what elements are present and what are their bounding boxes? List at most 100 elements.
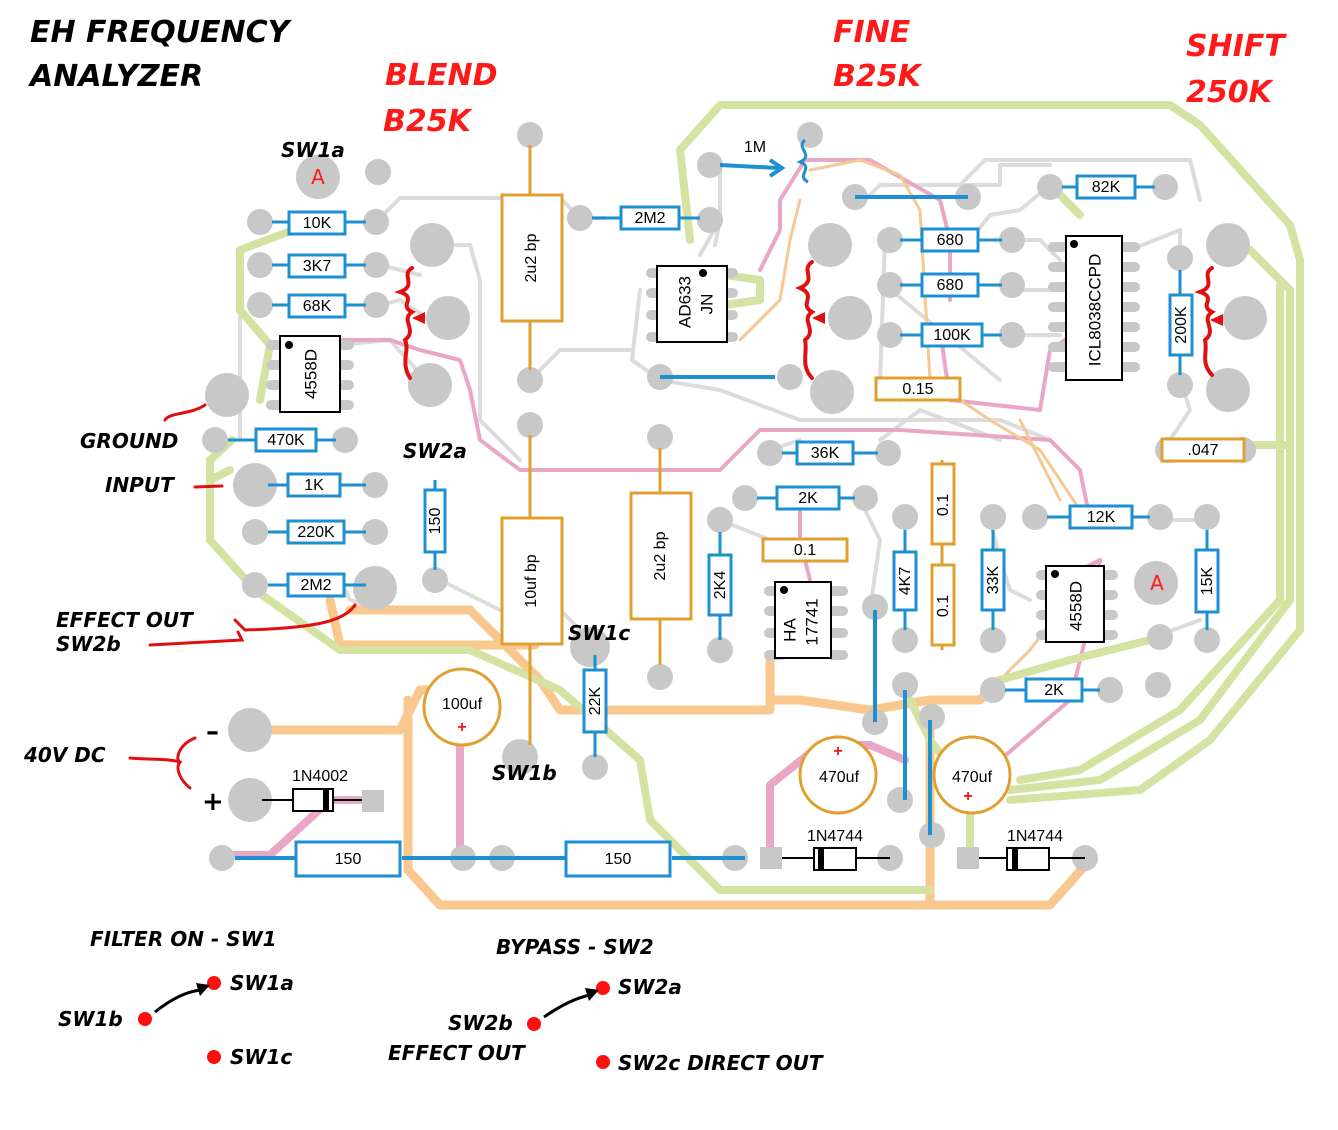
diode-1n4002: 1N4002: [292, 768, 348, 785]
shift-pot-value: 250K: [1186, 75, 1275, 110]
diodes: 1N4002 1N4744 1N4744: [262, 768, 1085, 871]
blend-pot-label: BLEND: [385, 58, 498, 93]
resistor-150-b: 150: [605, 851, 632, 868]
resistor-150-vertical: 150: [427, 508, 444, 535]
resistor-4k7: 4K7: [897, 567, 914, 596]
legend-sw2b-dot: [527, 1017, 541, 1031]
legend-sw2b-desc: EFFECT OUT: [388, 1041, 526, 1065]
legend-sw2a-dot: [596, 981, 610, 995]
capacitor-100u: 100uf: [442, 696, 483, 713]
resistor-68k: 68K: [303, 298, 332, 315]
sw2a-label: SW2a: [403, 439, 467, 463]
fine-pot-value: B25K: [833, 59, 924, 94]
diode-1n4744-b: 1N4744: [1007, 828, 1063, 845]
legend-sw2b: SW2b: [448, 1011, 513, 1035]
sw1b-label: SW1b: [492, 761, 557, 785]
capacitor-2u2-b: 2u2 bp: [652, 531, 669, 580]
resistor-680-b: 680: [937, 277, 964, 294]
capacitors: 2u2 bp 10uf bp 2u2 bp 0.15 .047 0.1 0.1 …: [422, 145, 1246, 815]
diode-1n4744-a: 1N4744: [807, 828, 863, 845]
resistor-2k-a: 2K: [798, 490, 818, 507]
labels: EH FREQUENCY ANALYZER BLEND B25K FINE B2…: [23, 15, 1287, 1075]
legend-sw1b: SW1b: [58, 1007, 123, 1031]
large-pads: [205, 155, 1267, 822]
resistor-200k: 200K: [1173, 306, 1190, 344]
effect-out-sw-label: SW2b: [56, 632, 121, 656]
effect-out-label: EFFECT OUT: [56, 608, 194, 632]
capacitor-0-1-b: 0.1: [935, 595, 952, 617]
legend-sw1a-dot: [207, 976, 221, 990]
resistor-2m2-a: 2M2: [300, 577, 331, 594]
resistor-220k: 220K: [297, 524, 335, 541]
blend-pot-value: B25K: [383, 104, 474, 139]
ic-4558d-left: 4558D: [301, 349, 320, 399]
ic-ad633-line1: AD633: [675, 276, 694, 328]
resistor-3k7: 3K7: [303, 258, 332, 275]
legend-sw2-arrow: [543, 993, 591, 1019]
capacitor-100u-plus: +: [457, 719, 466, 736]
resistor-1m: 1M: [744, 139, 766, 156]
legend-switch-arrows: [154, 988, 591, 1019]
input-label: INPUT: [105, 473, 175, 497]
ic-icl8038: ICL8038CCPD: [1085, 254, 1104, 366]
annotation-wires: [128, 403, 357, 790]
capacitor-0-15: 0.15: [902, 381, 933, 398]
pad-a-right: A: [1150, 571, 1164, 595]
resistor-100k: 100K: [933, 327, 971, 344]
resistor-36k: 36K: [811, 445, 840, 462]
sw1c-label: SW1c: [568, 621, 630, 645]
legend-sw2-title: BYPASS - SW2: [496, 935, 654, 959]
legend-sw1-arrow: [154, 988, 201, 1014]
ground-label: GROUND: [80, 429, 178, 453]
capacitor-470u-a: 470uf: [819, 769, 860, 786]
resistor-2m2-b: 2M2: [634, 210, 665, 227]
ics: 4558D AD633 JN ICL8038CCPD HA 17741 4558…: [266, 235, 1140, 660]
resistor-680-a: 680: [937, 232, 964, 249]
fine-pot-label: FINE: [833, 15, 911, 50]
legend-sw1b-dot: [138, 1012, 152, 1026]
solder-pads: [202, 122, 1267, 871]
pad-a-left: A: [311, 165, 325, 189]
resistor-22k: 22K: [587, 686, 604, 715]
capacitor-0-1-c: 0.1: [794, 542, 816, 559]
resistor-82k: 82K: [1092, 179, 1121, 196]
capacitor-10u: 10uf bp: [523, 554, 540, 607]
resistors: 10K 3K7 68K 470K 1K 220K 2M2 150 2M2 680…: [228, 139, 1220, 878]
power-plus: +: [202, 787, 224, 817]
resistor-1k: 1K: [304, 477, 324, 494]
legend-arrowheads: [196, 983, 599, 1001]
resistor-2k4: 2K4: [712, 571, 729, 600]
title-line1: EH FREQUENCY: [30, 15, 293, 50]
legend-sw1c: SW1c: [230, 1045, 292, 1069]
sw1a-label: SW1a: [281, 138, 345, 162]
legend-switch-dots: [138, 976, 610, 1069]
pot-wiper-arrows: [412, 312, 1223, 326]
pot-wiring: [394, 260, 1216, 380]
capacitor-470u-b: 470uf: [952, 769, 993, 786]
ic-ad633-line2: JN: [697, 294, 716, 315]
title-line2: ANALYZER: [28, 59, 203, 94]
legend-sw1c-dot: [207, 1050, 221, 1064]
power-label: 40V DC: [23, 743, 106, 767]
resistor-15k: 15K: [1199, 566, 1216, 595]
capacitor-470u-b-plus: +: [963, 788, 972, 805]
shift-pot-label: SHIFT: [1186, 29, 1287, 64]
ic-ha17741-line2: 17741: [802, 598, 821, 645]
capacitor-0-1-a: 0.1: [935, 494, 952, 516]
resistor-470k: 470K: [267, 432, 305, 449]
resistor-33k: 33K: [985, 565, 1002, 594]
legend-sw2c: SW2c DIRECT OUT: [618, 1051, 824, 1075]
resistor-2k-b: 2K: [1044, 682, 1064, 699]
jumper-wires: [235, 158, 968, 860]
resistor-10k: 10K: [303, 215, 332, 232]
ic-4558d-right: 4558D: [1066, 581, 1085, 631]
resistor-150-a: 150: [335, 851, 362, 868]
legend-sw1a: SW1a: [230, 971, 294, 995]
legend-sw2c-dot: [596, 1055, 610, 1069]
capacitor-470u-a-plus: +: [833, 743, 842, 760]
capacitor-2u2-a: 2u2 bp: [523, 233, 540, 282]
resistor-12k: 12K: [1087, 509, 1116, 526]
legend-sw2a: SW2a: [618, 975, 682, 999]
power-minus: –: [206, 717, 219, 747]
